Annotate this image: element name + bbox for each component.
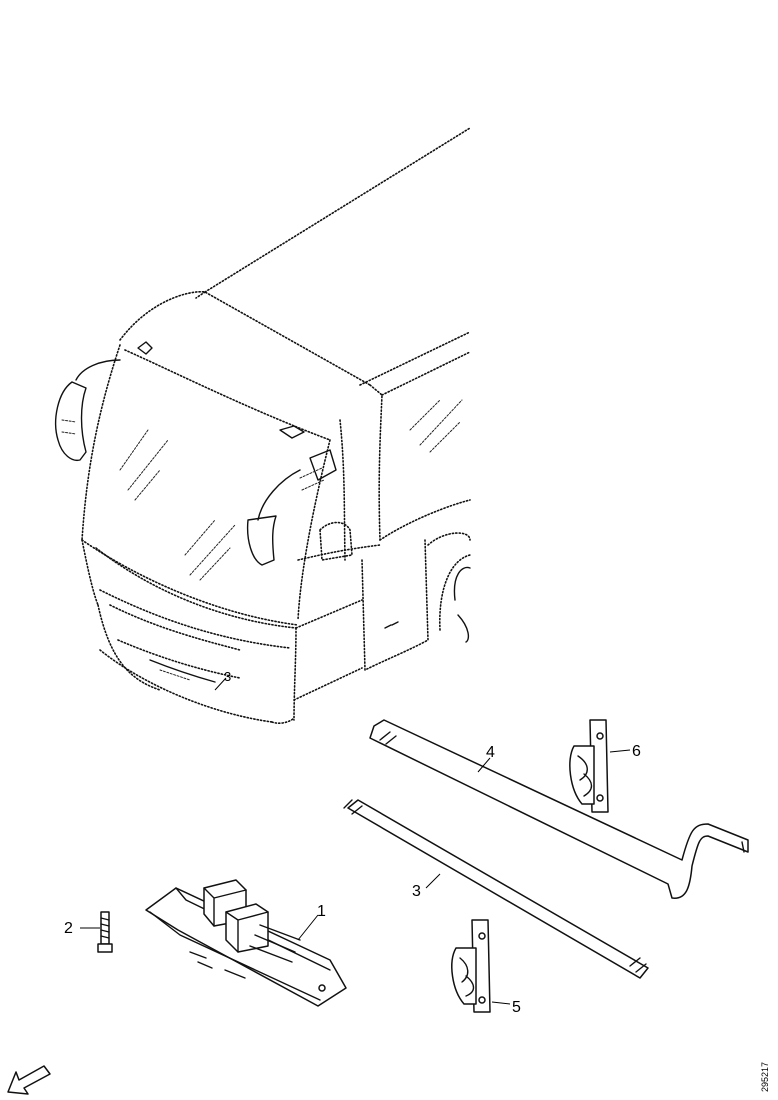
callout-1: 1 <box>317 903 326 920</box>
callout-2: 2 <box>64 920 73 937</box>
bolt-part-2 <box>97 911 113 953</box>
callout-3-front: 3 <box>224 669 231 684</box>
direction-arrow-icon <box>7 1065 51 1095</box>
bracket-part-5 <box>451 919 491 1013</box>
callout-leaders <box>80 749 631 1005</box>
jack-bar-part-3 <box>343 799 649 979</box>
callout-5: 5 <box>512 999 521 1016</box>
callout-4: 4 <box>486 744 495 761</box>
callout-3-bar: 3 <box>412 883 421 900</box>
callout-6: 6 <box>632 743 641 760</box>
bracket-part-6 <box>569 719 609 813</box>
document-id: 295217 <box>760 1062 770 1092</box>
jack-part-1 <box>145 879 347 1007</box>
crank-handle-part-4 <box>369 719 749 899</box>
truck-cab-illustration <box>55 127 471 725</box>
